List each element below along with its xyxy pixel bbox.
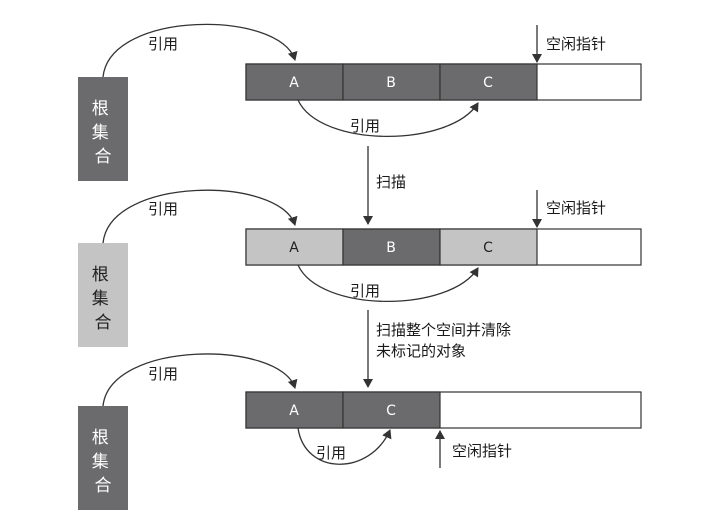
free-pointer-label: 空闲指针 [452,442,512,460]
scan-label: 扫描 [376,173,406,191]
inner-reference-label: 引用 [316,444,346,462]
memory-cell-a-label: A [289,240,299,256]
stage-1: 根 集 合 引用 A B C 引用 空闲指针 [78,23,642,181]
root-reference-arrow [102,353,298,407]
sweep-label-line-1: 扫描整个空间并清除 [376,321,511,339]
inner-reference-arrow [297,264,479,303]
memory-cell-a [245,228,344,266]
root-reference-label: 引用 [148,365,178,383]
root-set-label: 根 集 合 [92,265,114,333]
root-set-box [78,406,128,510]
memory-cell-b [342,63,441,101]
inner-reference-label: 引用 [350,282,380,300]
root-reference-arrow [102,189,298,244]
stage-2: 根 集 合 引用 A B C 引用 空闲指针 [78,189,642,347]
memory-cell-a-label: A [289,75,299,91]
memory-cell-a-label: A [289,403,299,419]
root-set-label: 根 集 合 [92,99,114,167]
stage-3: 根 集 合 引用 A C 引用 空闲指针 [78,353,642,510]
memory-cell-b [342,228,441,266]
memory-cell-c [439,228,538,266]
root-reference-label: 引用 [148,200,178,218]
memory-cell-b-label: B [386,75,396,91]
inner-reference-arrow [297,427,392,465]
inner-reference-label: 引用 [350,117,380,135]
root-reference-arrow [102,23,298,78]
memory-cell-a [245,391,344,429]
root-set-label: 根 集 合 [92,428,114,496]
memory-cell-c-label: C [386,403,396,419]
memory-cell-a [245,63,344,101]
root-reference-label: 引用 [148,35,178,53]
memory-cell-c-label: C [483,75,493,91]
root-set-box [78,77,128,181]
free-pointer-label: 空闲指针 [546,199,606,217]
memory-cell-c-label: C [483,240,493,256]
memory-cell-c [439,63,538,101]
inner-reference-arrow [297,99,479,138]
memory-cell-b-label: B [386,240,396,256]
root-set-box [78,243,128,347]
sweep-label-line-2: 未标记的对象 [376,342,466,360]
free-pointer-label: 空闲指针 [546,35,606,53]
memory-cell-c [342,391,441,429]
